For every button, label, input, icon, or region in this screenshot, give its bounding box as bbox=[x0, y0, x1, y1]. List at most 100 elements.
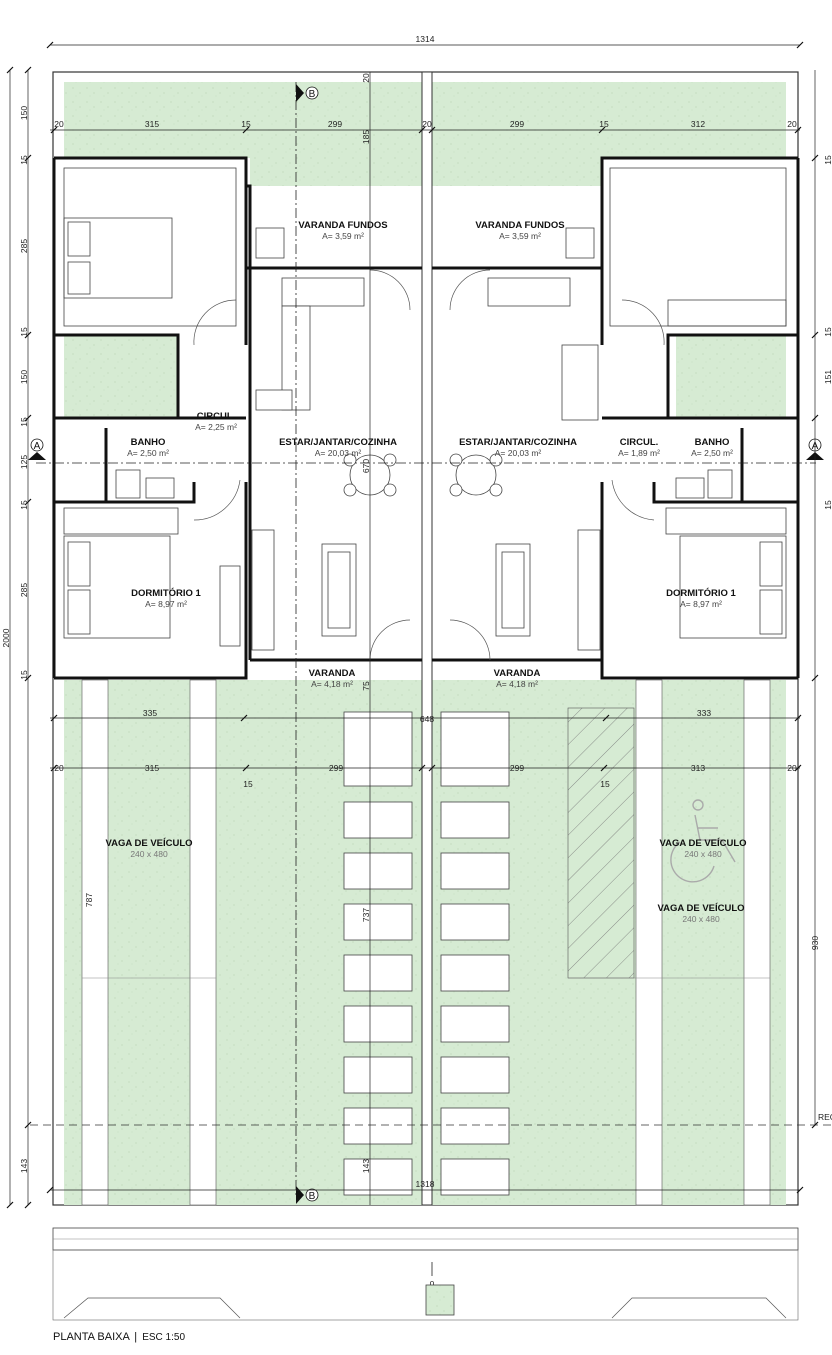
axis-marker-b-bottom: B bbox=[296, 1186, 319, 1204]
dim-label: 15 bbox=[823, 155, 832, 165]
room-name: CIRCUL. bbox=[620, 437, 659, 448]
dim-label: 787 bbox=[84, 893, 94, 907]
sidewalk-outline bbox=[52, 1249, 799, 1321]
axis-marker-b-top: B bbox=[296, 84, 319, 102]
dim-label: 930 bbox=[810, 936, 820, 950]
dim-label: 20 bbox=[787, 763, 797, 773]
back-garden-right bbox=[432, 82, 786, 158]
dim-label: 299 bbox=[510, 763, 524, 773]
room-area: A= 1,89 m² bbox=[618, 448, 660, 458]
room-name: ESTAR/JANTAR/COZINHA bbox=[459, 437, 577, 448]
dim-label: 333 bbox=[697, 708, 711, 718]
stepping-stones-left bbox=[343, 711, 413, 1196]
dim-label: 737 bbox=[361, 908, 371, 922]
right-house-doors bbox=[449, 269, 665, 661]
room-area: A= 3,59 m² bbox=[322, 231, 364, 241]
room-area: A= 20,03 m² bbox=[495, 448, 542, 458]
side-garden-right bbox=[676, 335, 786, 417]
dim-label: 20 bbox=[54, 119, 64, 129]
section-axis-lines bbox=[36, 82, 816, 1195]
dim-label: 315 bbox=[145, 119, 159, 129]
back-yard-left bbox=[250, 158, 422, 186]
driveway-ramp-right bbox=[611, 1297, 787, 1319]
dim-label: 299 bbox=[328, 119, 342, 129]
dim-label: 20 bbox=[361, 73, 371, 83]
room-area: A= 2,50 m² bbox=[127, 448, 169, 458]
dim-label: 285 bbox=[19, 583, 29, 597]
room-area: A= 8,97 m² bbox=[145, 599, 187, 609]
party-wall bbox=[421, 71, 433, 1206]
left-house-doors bbox=[193, 269, 411, 661]
dim-label: 185 bbox=[361, 130, 371, 144]
axis-label: B bbox=[309, 89, 316, 100]
driveway-strip bbox=[189, 679, 217, 1206]
reg-label: REG bbox=[818, 1112, 832, 1122]
room-name: BANHO bbox=[131, 437, 166, 448]
dim-label: 75 bbox=[361, 681, 371, 691]
axis-label: A bbox=[34, 441, 41, 452]
accessible-parking-hatch bbox=[567, 707, 635, 979]
dim-label: 20 bbox=[54, 763, 64, 773]
dim-label: 143 bbox=[19, 1159, 29, 1173]
room-name: VARANDA bbox=[309, 668, 356, 679]
room-name: VAGA DE VEÍCULO bbox=[657, 903, 744, 914]
dim-label: 15 bbox=[241, 119, 251, 129]
dim-label: 312 bbox=[691, 119, 705, 129]
room-area: A= 2,25 m² bbox=[195, 422, 237, 432]
dim-label: 315 bbox=[145, 763, 159, 773]
dim-label: 15 bbox=[19, 155, 29, 165]
room-area: A= 2,50 m² bbox=[691, 448, 733, 458]
dim-label: 0 bbox=[430, 1279, 435, 1289]
room-area: 240 x 480 bbox=[684, 849, 722, 859]
dim-label: 15 bbox=[600, 779, 610, 789]
dim-label: 2000 bbox=[1, 628, 11, 647]
room-area: A= 20,03 m² bbox=[315, 448, 362, 458]
axis-label: B bbox=[309, 1191, 316, 1202]
room-name: BANHO bbox=[695, 437, 730, 448]
driveway-strip bbox=[635, 679, 663, 1206]
dim-label: 15 bbox=[19, 417, 29, 427]
dim-label: 15 bbox=[243, 779, 253, 789]
dim-total-bottom: 1318 bbox=[416, 1179, 435, 1189]
dim-label: 670 bbox=[361, 459, 371, 473]
dim-label: 285 bbox=[19, 239, 29, 253]
driveway-strip bbox=[743, 679, 771, 1206]
room-name: DORMITÓRIO 1 bbox=[666, 587, 736, 599]
dim-label: 20 bbox=[422, 119, 432, 129]
dim-label: 648 bbox=[420, 714, 434, 724]
dim-label: 143 bbox=[361, 1159, 371, 1173]
right-house-interior bbox=[449, 167, 787, 651]
drawing-title: PLANTA BAIXA | ESC 1:50 bbox=[53, 1331, 185, 1343]
dim-label: 15 bbox=[19, 670, 29, 680]
dim-label: 15 bbox=[19, 327, 29, 337]
back-garden-left bbox=[64, 82, 422, 158]
dim-label: 20 bbox=[787, 119, 797, 129]
accessibility-icon bbox=[670, 799, 736, 883]
room-area: 240 x 480 bbox=[130, 849, 168, 859]
dim-label: 150 bbox=[19, 370, 29, 384]
dim-label: 15 bbox=[599, 119, 609, 129]
room-name: VARANDA FUNDOS bbox=[475, 220, 564, 231]
right-house-walls bbox=[432, 156, 800, 680]
room-name: CIRCUL. bbox=[197, 411, 236, 422]
room-area: A= 3,59 m² bbox=[499, 231, 541, 241]
room-area: A= 4,18 m² bbox=[311, 679, 353, 689]
room-name: VARANDA FUNDOS bbox=[298, 220, 387, 231]
dim-label: 299 bbox=[329, 763, 343, 773]
left-house-walls bbox=[52, 156, 422, 680]
stepping-stones-right bbox=[440, 711, 510, 1196]
side-garden-left bbox=[64, 335, 178, 417]
room-name: VAGA DE VEÍCULO bbox=[659, 838, 746, 849]
room-name: DORMITÓRIO 1 bbox=[131, 587, 201, 599]
dim-total-top: 1314 bbox=[416, 34, 435, 44]
driveway-ramp-left bbox=[63, 1297, 241, 1319]
dim-label: 125 bbox=[19, 455, 29, 469]
room-area: A= 8,97 m² bbox=[680, 599, 722, 609]
room-area: A= 4,18 m² bbox=[496, 679, 538, 689]
dim-label: 15 bbox=[823, 500, 832, 510]
dimension-ticks bbox=[6, 41, 819, 1209]
meter-box bbox=[425, 1284, 455, 1316]
room-name: VARANDA bbox=[494, 668, 541, 679]
dim-label: 335 bbox=[143, 708, 157, 718]
